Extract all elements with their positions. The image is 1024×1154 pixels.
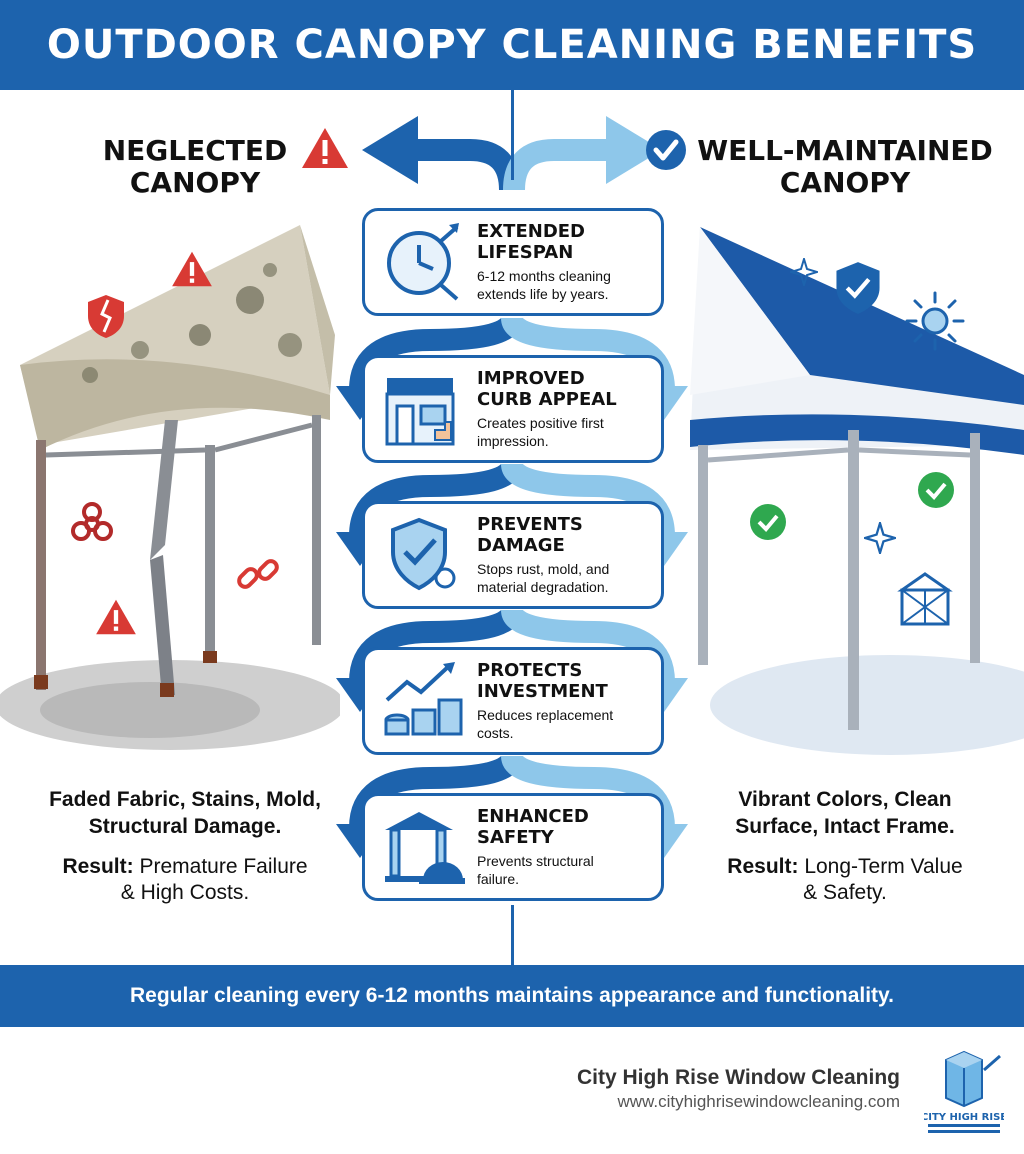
sparkle-icon — [864, 522, 896, 554]
left-arrow-head — [362, 116, 418, 184]
warning-icon — [172, 251, 212, 287]
shield-check-icon — [391, 517, 456, 591]
company-url[interactable]: www.cityhighrisewindowcleaning.com — [617, 1092, 900, 1111]
warning-icon — [96, 599, 136, 635]
right-arrow-head — [606, 116, 662, 184]
clock-icon — [387, 223, 459, 301]
neglected-summary: Faded Fabric, Stains, Mold,Structural Da… — [49, 788, 321, 904]
well-maintained-canopy-illustration — [690, 227, 1024, 755]
company-name: City High Rise Window Cleaning — [577, 1066, 900, 1089]
broken-chain-icon — [237, 559, 279, 589]
storefront-icon — [385, 378, 455, 446]
check-circle-icon — [646, 130, 686, 170]
company-logo: CITY HIGH RISE — [924, 1050, 1004, 1133]
broken-shield-icon — [88, 295, 124, 338]
left-arrow — [410, 139, 521, 191]
check-circle-icon — [750, 504, 786, 540]
warning-icon — [302, 128, 348, 168]
center-divider-bottom — [511, 905, 514, 965]
neglected-title: NEGLECTED CANOPY — [102, 134, 288, 199]
shield-check-icon — [836, 262, 880, 314]
hardhat-building-icon — [385, 812, 465, 884]
right-arrow — [503, 139, 612, 191]
footer-banner-text: Regular cleaning every 6-12 months maint… — [130, 984, 894, 1007]
sun-icon — [905, 291, 965, 351]
footer-banner: Regular cleaning every 6-12 months maint… — [0, 965, 1024, 1027]
page-title: OUTDOOR CANOPY CLEANING BENEFITS — [46, 22, 978, 68]
center-divider-top — [511, 90, 514, 180]
logo-text: CITY HIGH RISE — [924, 1112, 1004, 1123]
header-banner: OUTDOOR CANOPY CLEANING BENEFITS — [0, 0, 1024, 90]
sparkle-icon — [790, 258, 818, 286]
check-circle-icon — [918, 472, 954, 508]
frame-structure-icon — [897, 572, 953, 626]
growth-coins-icon — [384, 662, 463, 736]
biohazard-icon — [71, 502, 113, 541]
well-maintained-title: WELL-MAINTAINED CANOPY — [697, 134, 993, 199]
neglected-canopy-illustration — [0, 225, 340, 750]
